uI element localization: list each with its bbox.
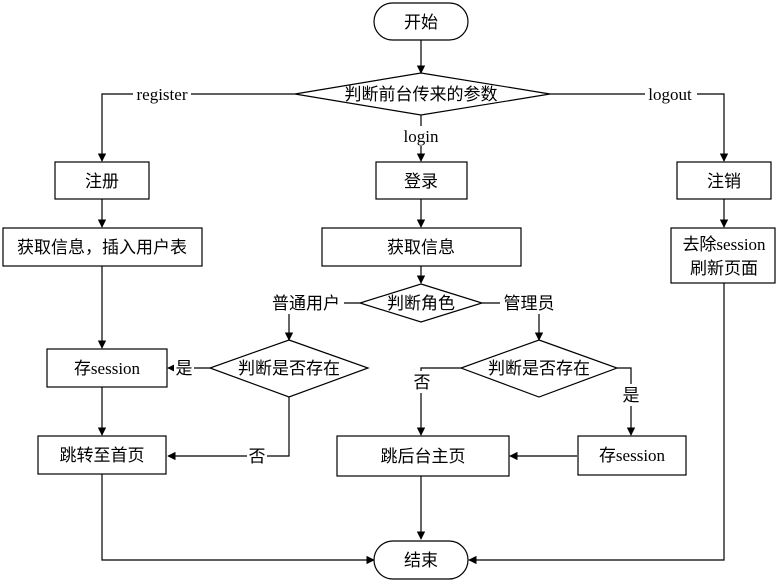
- decide-role-label: 判断角色: [387, 294, 455, 314]
- node-store-session-admin: 存session: [577, 435, 687, 476]
- branch-login-label: login: [404, 127, 439, 146]
- logout-label: 注销: [707, 172, 741, 192]
- node-start: 开始: [373, 2, 469, 41]
- goto-home-label: 跳转至首页: [60, 446, 145, 466]
- arrow-logout-branch: [550, 93, 729, 162]
- get-info-label: 获取信息: [387, 238, 455, 258]
- no-user-label: 否: [249, 447, 266, 467]
- node-get-info-insert: 获取信息，插入用户表: [2, 227, 203, 267]
- arrow-home-to-end: [101, 474, 375, 565]
- branch-logout-label: logout: [648, 85, 692, 104]
- register-label: 注册: [85, 172, 119, 192]
- role-user-label: 普通用户: [272, 294, 340, 314]
- decide-param-label: 判断前台传来的参数: [345, 85, 498, 105]
- node-goto-admin-home: 跳后台主页: [336, 435, 510, 477]
- get-info-insert-label: 获取信息，插入用户表: [17, 238, 187, 258]
- branch-register-label: register: [137, 85, 188, 104]
- yes-user-label: 是: [176, 359, 193, 379]
- no-admin-label: 否: [414, 373, 431, 393]
- node-decide-exists-user: 判断是否存在: [208, 339, 370, 398]
- end-label: 结束: [404, 551, 438, 571]
- node-login: 登录: [375, 161, 468, 200]
- remove-session-line2: 刷新页面: [690, 259, 758, 279]
- remove-session-line1: 去除session: [682, 235, 766, 254]
- node-decide-param: 判断前台传来的参数: [294, 72, 551, 116]
- arrow-admin-no: [416, 367, 461, 436]
- edge-labels: register login logout 普通用户 管理员 是 否 否 是: [133, 84, 697, 467]
- arrow-remove-to-end: [468, 283, 725, 565]
- store-session-admin-label: 存session: [599, 446, 666, 465]
- node-end: 结束: [373, 540, 469, 580]
- node-decide-exists-admin: 判断是否存在: [459, 339, 619, 398]
- node-register: 注册: [54, 161, 150, 200]
- store-session-user-label: 存session: [74, 359, 141, 378]
- decide-exists-user-label: 判断是否存在: [238, 359, 340, 379]
- goto-admin-home-label: 跳后台主页: [381, 447, 466, 467]
- yes-admin-label: 是: [623, 386, 640, 406]
- arrow-admin-yes: [617, 367, 636, 436]
- node-remove-session: 去除session 刷新页面: [670, 227, 776, 284]
- node-logout: 注销: [676, 161, 772, 200]
- role-admin-label: 管理员: [504, 294, 555, 314]
- start-label: 开始: [404, 13, 438, 33]
- arrow-user-no: [167, 397, 290, 461]
- decide-exists-admin-label: 判断是否存在: [488, 359, 590, 379]
- node-store-session-user: 存session: [46, 348, 168, 388]
- node-goto-home: 跳转至首页: [37, 435, 167, 475]
- node-decide-role: 判断角色: [357, 283, 485, 323]
- login-label: 登录: [404, 172, 438, 192]
- arrow-register-branch: [97, 93, 295, 162]
- node-get-info: 获取信息: [321, 227, 522, 267]
